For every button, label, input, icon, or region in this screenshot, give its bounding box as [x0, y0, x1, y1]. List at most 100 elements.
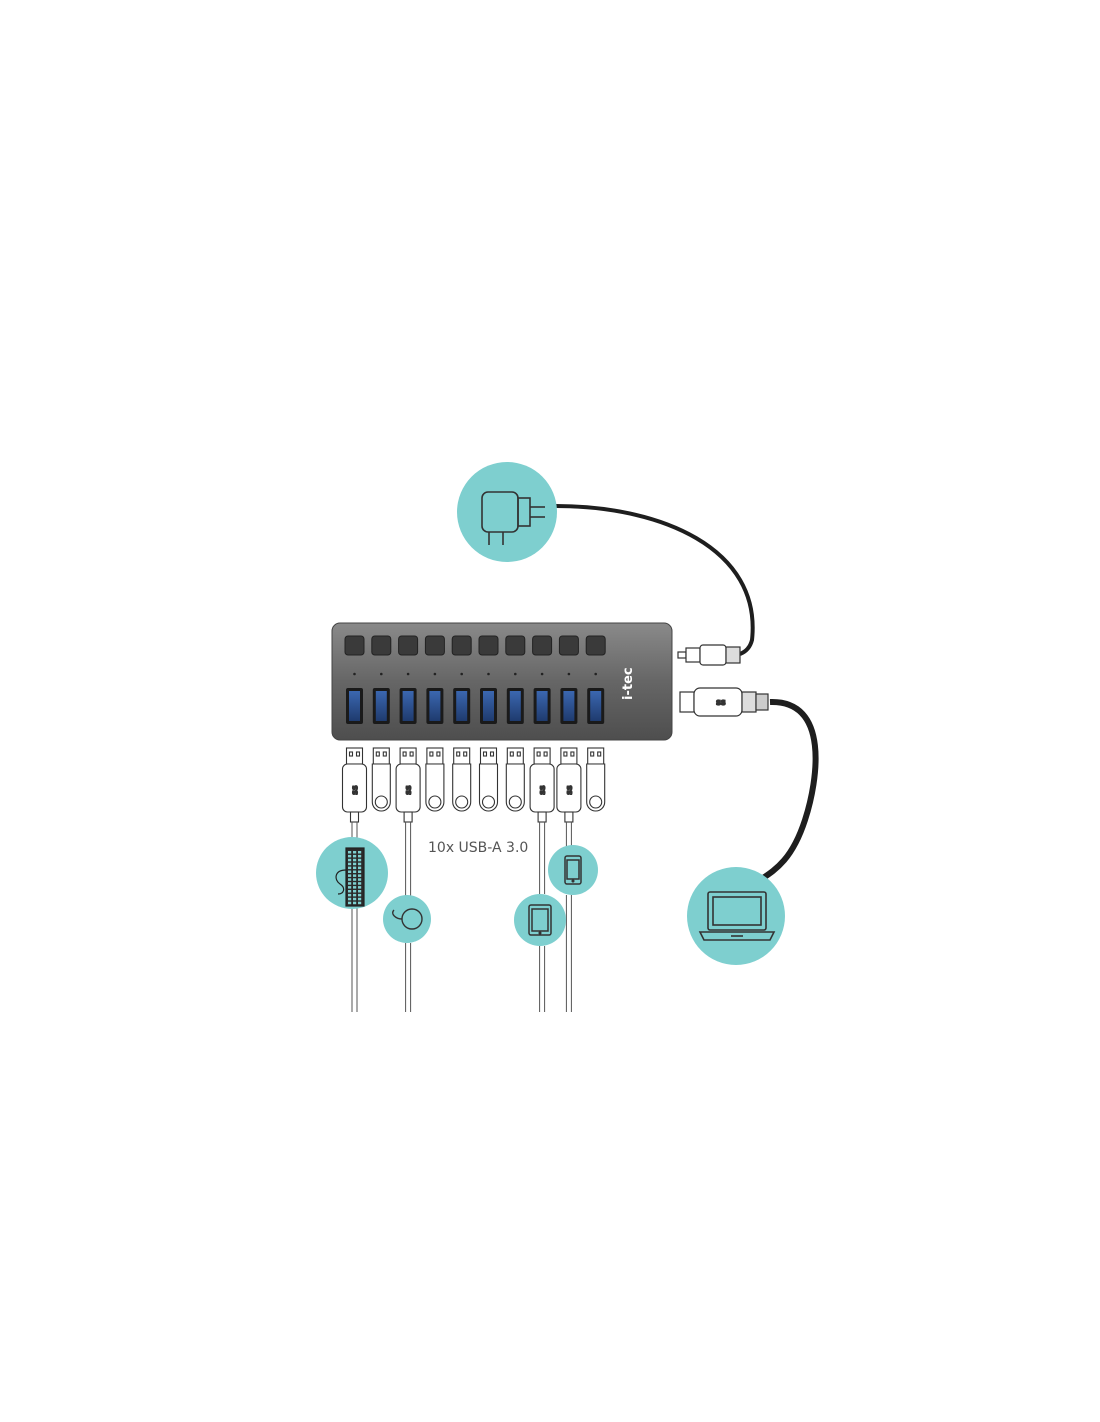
- keyboard-key: [358, 854, 362, 858]
- keyboard-key: [358, 886, 362, 889]
- keyboard-key: [348, 866, 352, 870]
- led-4: [433, 672, 437, 676]
- power-button-1: [344, 635, 365, 656]
- keyboard-key: [353, 854, 357, 858]
- keyboard-key: [353, 851, 357, 854]
- keyboard-key: [353, 878, 357, 881]
- hub-power-buttons: [344, 635, 606, 656]
- usb-port-insert-5: [456, 691, 468, 721]
- keyboard-key: [353, 886, 357, 889]
- led-6: [487, 672, 490, 676]
- power-button-6: [478, 635, 499, 656]
- ss-logo-8: SS: [539, 785, 547, 795]
- mouse-icon: [392, 908, 423, 930]
- keyboard-key: [353, 862, 357, 866]
- led-5: [460, 672, 464, 676]
- keyboard-key: [348, 851, 352, 854]
- barrel-plug: [677, 644, 741, 666]
- keyboard-key: [353, 893, 357, 897]
- keyboard-circle: [316, 837, 388, 909]
- brand-logo: i-tec: [621, 667, 636, 700]
- usb-port-insert-10: [590, 691, 602, 721]
- keyboard-key: [358, 901, 362, 905]
- usb-port-insert-9: [563, 691, 575, 721]
- keyboard-key: [348, 890, 352, 893]
- led-3: [406, 672, 410, 676]
- keyboard-key: [353, 901, 357, 905]
- ss-logo-9: SS: [566, 785, 574, 795]
- keyboard-key: [353, 866, 357, 870]
- usb-a-plug-9: SS: [556, 747, 582, 823]
- led-7: [514, 672, 517, 676]
- hub-leds: [353, 672, 597, 676]
- power-button-4: [424, 635, 445, 656]
- keyboard-key: [358, 874, 362, 877]
- ss-logo-1: SS: [352, 785, 360, 795]
- keyboard-key: [358, 882, 362, 885]
- keyboard-key: [358, 897, 362, 901]
- usb-a-plug-7: [505, 747, 525, 812]
- ss-logo-3: SS: [405, 785, 413, 795]
- keyboard-key: [348, 886, 352, 889]
- laptop-circle: [687, 867, 785, 965]
- brand-logo-text: i-tec: [621, 667, 636, 700]
- keyboard-icon: [335, 847, 365, 907]
- usb-port-insert-2: [375, 691, 387, 721]
- keyboard-key: [348, 870, 352, 873]
- power-button-2: [371, 635, 392, 656]
- usb-port-insert-7: [509, 691, 521, 721]
- keyboard-key: [348, 901, 352, 905]
- smartphone-circle: [548, 845, 598, 895]
- usb-a-plug-10: [586, 747, 606, 812]
- usb-a-plug-6: [478, 747, 499, 812]
- keyboard-key: [358, 870, 362, 873]
- usb-a-plugs: SS SS SS SS: [341, 747, 606, 823]
- device-cables: [351, 822, 572, 1012]
- power-button-3: [398, 635, 419, 656]
- keyboard-key: [358, 862, 362, 866]
- keyboard-key: [348, 878, 352, 881]
- power-plug-circle: [457, 462, 557, 562]
- usb-a-plug-4: [425, 747, 445, 812]
- keyboard-key: [353, 897, 357, 901]
- led-8: [540, 672, 544, 676]
- keyboard-key: [358, 851, 362, 854]
- keyboard-key: [348, 874, 352, 877]
- usb-hub: i-tec: [331, 622, 673, 741]
- host-cable: [758, 698, 819, 883]
- power-button-5: [451, 635, 472, 656]
- keyboard-key: [348, 862, 352, 866]
- usb-a-plug-5: [452, 747, 472, 812]
- usb-port-insert-4: [429, 691, 441, 721]
- usb-port-insert-3: [402, 691, 414, 721]
- usb-b-plug: SS: [679, 687, 769, 717]
- keyboard-key: [358, 890, 362, 893]
- usb-a-plug-8: SS: [529, 747, 555, 823]
- led-1: [353, 672, 356, 676]
- power-plug-icon: [481, 491, 545, 545]
- usb-a-plug-1: SS: [341, 747, 368, 823]
- keyboard-key: [348, 897, 352, 901]
- usb-port-insert-1: [349, 691, 360, 721]
- keyboard-key: [353, 870, 357, 873]
- led-10: [594, 672, 597, 676]
- usb-port-insert-6: [483, 691, 494, 721]
- keyboard-key: [353, 858, 357, 862]
- keyboard-key: [358, 878, 362, 881]
- power-button-8: [532, 635, 553, 656]
- keyboard-key: [348, 854, 352, 858]
- keyboard-key: [353, 874, 357, 877]
- power-button-9: [558, 635, 579, 656]
- keyboard-key: [353, 882, 357, 885]
- mouse-circle: [383, 895, 431, 943]
- keyboard-key: [358, 866, 362, 870]
- usb-port-insert-8: [536, 691, 548, 721]
- led-9: [567, 672, 571, 676]
- ports-caption: 10x USB-A 3.0: [428, 840, 528, 856]
- keyboard-key: [348, 858, 352, 862]
- tablet-icon: [528, 904, 552, 936]
- power-cable: [551, 503, 755, 656]
- laptop-icon: [698, 891, 776, 941]
- usb-a-plug-3: SS: [395, 747, 421, 823]
